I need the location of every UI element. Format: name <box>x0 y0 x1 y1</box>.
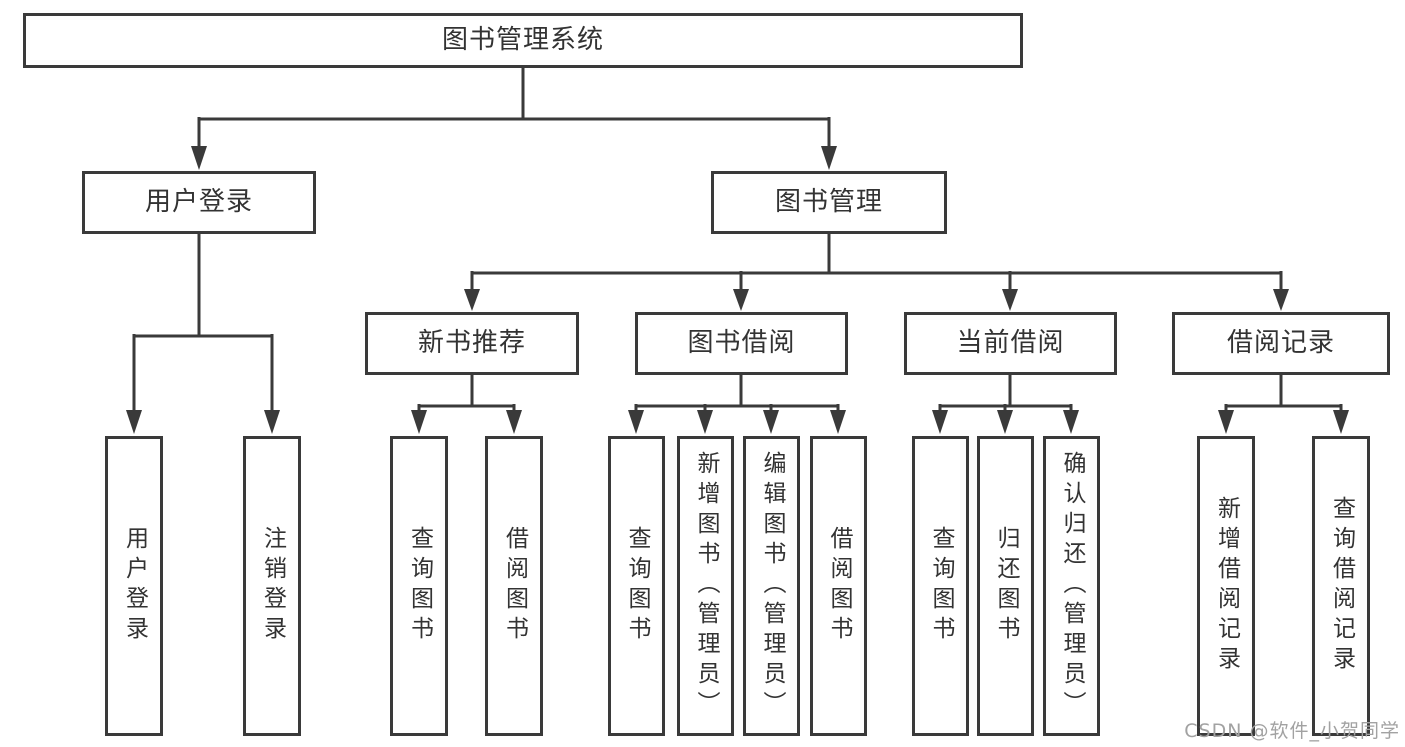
node-book-management: 图书管理 <box>711 171 947 234</box>
node-label: 借阅图书 <box>501 526 528 646</box>
node-label: 确认归还（管理员） <box>1059 451 1085 721</box>
node-label: 用户登录 <box>144 186 253 217</box>
node-label: 查询图书 <box>406 526 433 646</box>
leaf-user-login: 用户登录 <box>105 436 163 736</box>
node-label: 新增图书（管理员） <box>693 451 719 721</box>
connector-lines <box>132 66 1343 414</box>
leaf-add-borrow-record: 新增借阅记录 <box>1197 436 1255 736</box>
node-label: 归还图书 <box>993 526 1019 646</box>
node-label: 查询图书 <box>624 526 650 646</box>
node-label: 注销登录 <box>259 526 286 646</box>
node-new-book-recommend: 新书推荐 <box>365 312 579 375</box>
node-label: 借阅记录 <box>1226 327 1335 358</box>
node-current-borrowing: 当前借阅 <box>904 312 1117 375</box>
node-label: 编辑图书（管理员） <box>759 451 785 721</box>
node-borrowing-records: 借阅记录 <box>1172 312 1390 375</box>
leaf-edit-books-admin: 编辑图书（管理员） <box>743 436 800 736</box>
leaf-query-books-3: 查询图书 <box>912 436 969 736</box>
leaf-borrow-books-1: 借阅图书 <box>485 436 543 736</box>
node-label: 新书推荐 <box>417 327 526 358</box>
node-label: 查询借阅记录 <box>1328 496 1355 676</box>
node-label: 新增借阅记录 <box>1213 496 1240 676</box>
leaf-logout: 注销登录 <box>243 436 301 736</box>
csdn-watermark: CSDN @软件_小贺同学 <box>1184 720 1400 742</box>
node-label: 图书管理系统 <box>441 24 604 55</box>
leaf-query-books-2: 查询图书 <box>608 436 665 736</box>
node-label: 用户登录 <box>121 526 148 646</box>
node-label: 图书借阅 <box>687 327 796 358</box>
leaf-return-books: 归还图书 <box>977 436 1034 736</box>
node-label: 图书管理 <box>774 186 883 217</box>
leaf-borrow-books-2: 借阅图书 <box>810 436 867 736</box>
node-book-borrowing: 图书借阅 <box>635 312 848 375</box>
arrowheads <box>126 146 1349 434</box>
leaf-query-borrow-record: 查询借阅记录 <box>1312 436 1370 736</box>
node-label: 查询图书 <box>928 526 954 646</box>
node-label: 借阅图书 <box>826 526 852 646</box>
node-user-login: 用户登录 <box>82 171 316 234</box>
leaf-query-books-1: 查询图书 <box>390 436 448 736</box>
leaf-confirm-return-admin: 确认归还（管理员） <box>1043 436 1100 736</box>
leaf-add-books-admin: 新增图书（管理员） <box>677 436 734 736</box>
node-label: 当前借阅 <box>956 327 1065 358</box>
node-library-system: 图书管理系统 <box>23 13 1023 68</box>
